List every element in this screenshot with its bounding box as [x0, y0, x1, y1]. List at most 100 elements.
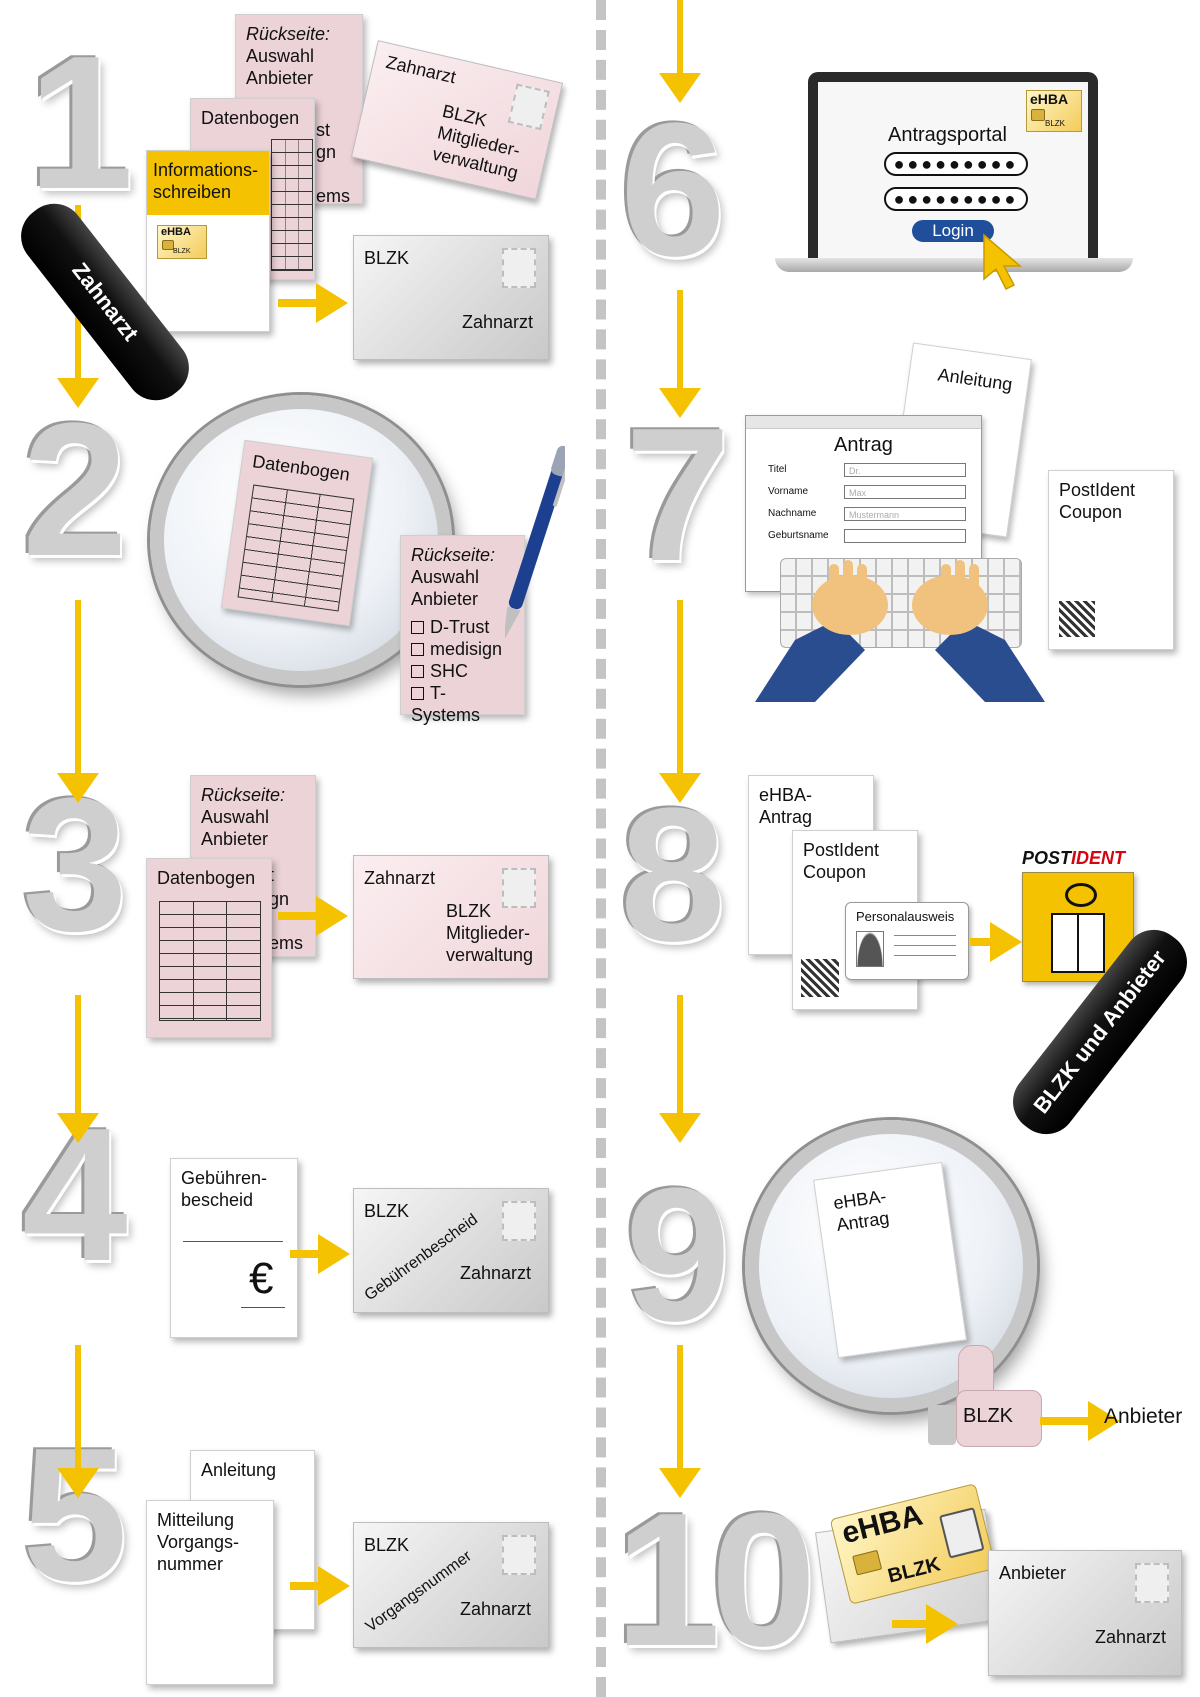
pen-icon: [505, 445, 565, 642]
step-number-1: 1: [28, 17, 134, 229]
step4-gebuehrenbescheid-sheet: Gebühren- bescheid €: [170, 1158, 298, 1338]
stamp-icon: [502, 1535, 536, 1575]
datenbogen-table: [237, 484, 355, 612]
laptop-base: [775, 258, 1133, 272]
coupon-title: PostIdent Coupon: [1059, 480, 1136, 522]
checkbox-icon: [411, 665, 424, 678]
step2-datenbogen-sheet: Datenbogen: [220, 439, 374, 627]
anleitung-title: Anleitung: [201, 1460, 277, 1480]
step3-pink-envelope: Zahnarzt BLZK Mitglieder- verwaltung: [353, 855, 549, 979]
portal-title: Antragsportal: [888, 124, 1007, 146]
partial-line: ems: [316, 186, 351, 206]
stamp-icon: [502, 1201, 536, 1241]
step9-antrag-sheet: eHBA-Antrag: [813, 1161, 967, 1359]
password-field[interactable]: ●●●●●●●●●: [884, 187, 1028, 211]
login-button[interactable]: Login: [912, 220, 994, 242]
coupon-title: PostIdent Coupon: [803, 840, 880, 882]
ruckseite-text: Auswahl Anbieter: [201, 807, 270, 849]
envelope-to: Zahnarzt: [460, 1263, 532, 1283]
title-input[interactable]: Dr.: [844, 463, 966, 477]
step1-grey-envelope: BLZK Zahnarzt: [353, 235, 549, 360]
envelope-diagonal-text: Vorgangsnummer: [362, 1547, 475, 1636]
laptop-icon: eHBA BLZK Antragsportal ●●●●●●●●● ●●●●●●…: [808, 72, 1098, 260]
envelope-from: BLZK: [364, 1201, 410, 1221]
provider-option: medisign: [411, 638, 514, 660]
firstname-input[interactable]: Max: [844, 485, 966, 499]
flow-arrow-2-3: [57, 600, 99, 803]
birthname-input[interactable]: [844, 529, 966, 543]
anleitung-title: Anleitung: [936, 364, 1014, 395]
step1-pink-envelope: Zahnarzt BLZK Mitglieder- verwaltung: [350, 40, 564, 200]
flow-arrow-step5: [290, 1566, 350, 1606]
step-number-2: 2: [22, 384, 128, 596]
qr-code-icon: [801, 959, 839, 997]
step5-grey-envelope: BLZK Vorgangsnummer Zahnarzt: [353, 1522, 549, 1648]
center-divider: [596, 0, 606, 1697]
thumbs-up-icon: BLZK: [928, 1345, 1042, 1447]
flow-arrow-step3: [278, 896, 348, 936]
envelope-to: BLZK Mitglieder- verwaltung: [446, 901, 534, 965]
provider-option: SHC: [411, 660, 514, 682]
step-number-7: 7: [625, 389, 731, 601]
doc-title: Gebühren- bescheid: [181, 1168, 268, 1210]
chip-icon: [162, 240, 174, 250]
partial-line: gn: [269, 889, 290, 909]
stamp-icon: [502, 248, 536, 288]
field-label: Vorname: [768, 486, 809, 497]
blzk-label: BLZK: [963, 1405, 1014, 1427]
step-number-10: 10: [615, 1474, 816, 1686]
field-label: Nachname: [768, 508, 817, 519]
ehba-card-icon: eHBA BLZK: [1026, 90, 1082, 132]
flow-arrow-9-10: [659, 1345, 701, 1498]
chip-icon: [1031, 109, 1045, 121]
envelope-to: Zahnarzt: [1095, 1627, 1167, 1647]
step2-ruckseite-sheet: Rückseite: Auswahl Anbieter D-Trust medi…: [400, 535, 525, 725]
checkbox-icon: [411, 621, 424, 634]
partial-line: ems: [269, 933, 304, 953]
divider-line: [183, 1241, 283, 1242]
flow-arrow-3-4: [57, 995, 99, 1143]
ruckseite-text: Auswahl Anbieter: [246, 46, 315, 88]
flow-arrow-step4: [290, 1234, 350, 1274]
flow-arrow-step8: [970, 922, 1022, 962]
datenbogen-table: [159, 901, 261, 1021]
step4-grey-envelope: BLZK Gebührenbescheid Zahnarzt: [353, 1188, 549, 1313]
flow-arrow-step10: [892, 1604, 958, 1644]
datenbogen-title: Datenbogen: [157, 868, 256, 888]
ruckseite-title: Rückseite:: [201, 785, 286, 805]
lastname-input[interactable]: Mustermann: [844, 507, 966, 521]
envelope-to: Zahnarzt: [460, 1599, 532, 1619]
postident-post: POST: [1022, 848, 1072, 868]
envelope-from: Zahnarzt: [384, 51, 458, 88]
envelope-from: BLZK: [364, 248, 410, 268]
postident-logo: POSTIDENT: [1022, 848, 1132, 869]
flow-arrow-6-7: [659, 290, 701, 418]
flow-arrow-step1: [278, 283, 348, 323]
provider-option: T-Systems: [411, 683, 481, 725]
chip-icon: [852, 1549, 883, 1576]
card-label: eHBA: [1030, 91, 1069, 107]
window-titlebar: [746, 416, 981, 429]
stamp-icon: [502, 868, 536, 908]
flow-arrow-step9: [1040, 1401, 1120, 1441]
username-field[interactable]: ●●●●●●●●●: [884, 152, 1028, 176]
envelope-to: Zahnarzt: [462, 312, 534, 332]
postident-ident: IDENT: [1071, 848, 1126, 868]
datenbogen-table: [271, 139, 313, 271]
card-sub: BLZK: [173, 248, 191, 255]
flow-arrow-4-5: [57, 1345, 99, 1498]
step-number-5: 5: [22, 1409, 128, 1621]
divider-line: [241, 1307, 285, 1308]
envelope-from: BLZK: [364, 1535, 410, 1555]
posthorn-icon: [1065, 883, 1097, 907]
euro-symbol: €: [249, 1254, 274, 1303]
stamp-icon: [1135, 1563, 1169, 1603]
personalausweis-card: Personalausweis: [845, 902, 969, 980]
step-number-9: 9: [625, 1149, 731, 1361]
ehba-card-icon: eHBA BLZK: [157, 225, 207, 259]
ausweis-title: Personalausweis: [856, 909, 955, 924]
ruckseite-text: Auswahl Anbieter: [411, 567, 480, 609]
step-number-8: 8: [620, 769, 726, 981]
step1-info-sheet: Informations- schreiben eHBA BLZK: [146, 150, 270, 332]
partial-line: st: [316, 120, 331, 140]
